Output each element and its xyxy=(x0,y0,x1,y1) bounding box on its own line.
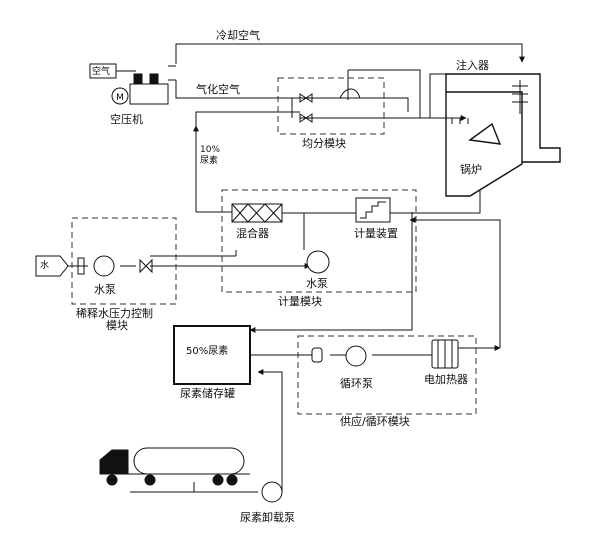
dilution-module-label-1: 稀释水压力控制 xyxy=(76,307,153,320)
mixer xyxy=(231,203,283,223)
dilution-module-label-2: 模块 xyxy=(106,319,128,332)
electric-heater-label: 电加热器 xyxy=(424,373,468,386)
supply-module-box xyxy=(297,335,477,415)
water-pump-left-label: 水泵 xyxy=(94,283,116,296)
air-tag: 空气 xyxy=(92,67,111,77)
electric-heater xyxy=(431,339,459,369)
tank-content-label: 50%尿素 xyxy=(186,346,229,357)
valve-icon xyxy=(139,93,313,274)
circulation-pump-label: 循环泵 xyxy=(340,377,373,390)
pump-icon xyxy=(93,250,367,503)
supply-to-metering xyxy=(409,217,501,348)
motor-icon: M xyxy=(116,93,124,103)
tanker-truck-icon xyxy=(99,447,250,486)
distribution-module-box xyxy=(277,77,385,135)
air-line-a xyxy=(320,97,409,112)
distribution-module-label: 均分模块 xyxy=(302,137,346,150)
unloading-pump-label: 尿素卸载泵 xyxy=(240,511,295,524)
urea-10-label-1: 10% xyxy=(200,145,221,155)
water-pump-right-label: 水泵 xyxy=(306,277,328,290)
water-tag: 水 xyxy=(40,261,50,271)
supply-module-label: 供应/循环模块 xyxy=(340,415,410,428)
water-inlet xyxy=(35,255,69,277)
metering-device xyxy=(355,197,391,223)
gasified-air-label: 气化空气 xyxy=(196,83,240,96)
mixer-label: 混合器 xyxy=(236,227,269,240)
unload-line xyxy=(257,369,283,492)
air-compressor xyxy=(89,63,169,105)
cooling-air-pipe xyxy=(175,43,525,64)
urea-tank-label: 尿素储存罐 xyxy=(180,387,235,400)
injector-feed-line xyxy=(429,73,520,118)
urea-10-label-2: 尿素 xyxy=(200,156,219,166)
injector-label: 注入器 xyxy=(456,59,489,72)
compressor-label: 空压机 xyxy=(110,113,143,126)
dilution-module-box xyxy=(71,217,177,305)
metering-device-label: 计量装置 xyxy=(354,227,398,240)
boiler xyxy=(445,73,561,197)
metering-return xyxy=(249,212,413,333)
boiler-label: 锅炉 xyxy=(460,163,482,176)
cooling-air-label: 冷却空气 xyxy=(216,29,260,42)
urea-tank xyxy=(173,325,251,385)
injector-nozzles xyxy=(451,80,528,124)
metering-module-label: 计量模块 xyxy=(278,295,322,308)
metering-module-box xyxy=(221,189,417,293)
